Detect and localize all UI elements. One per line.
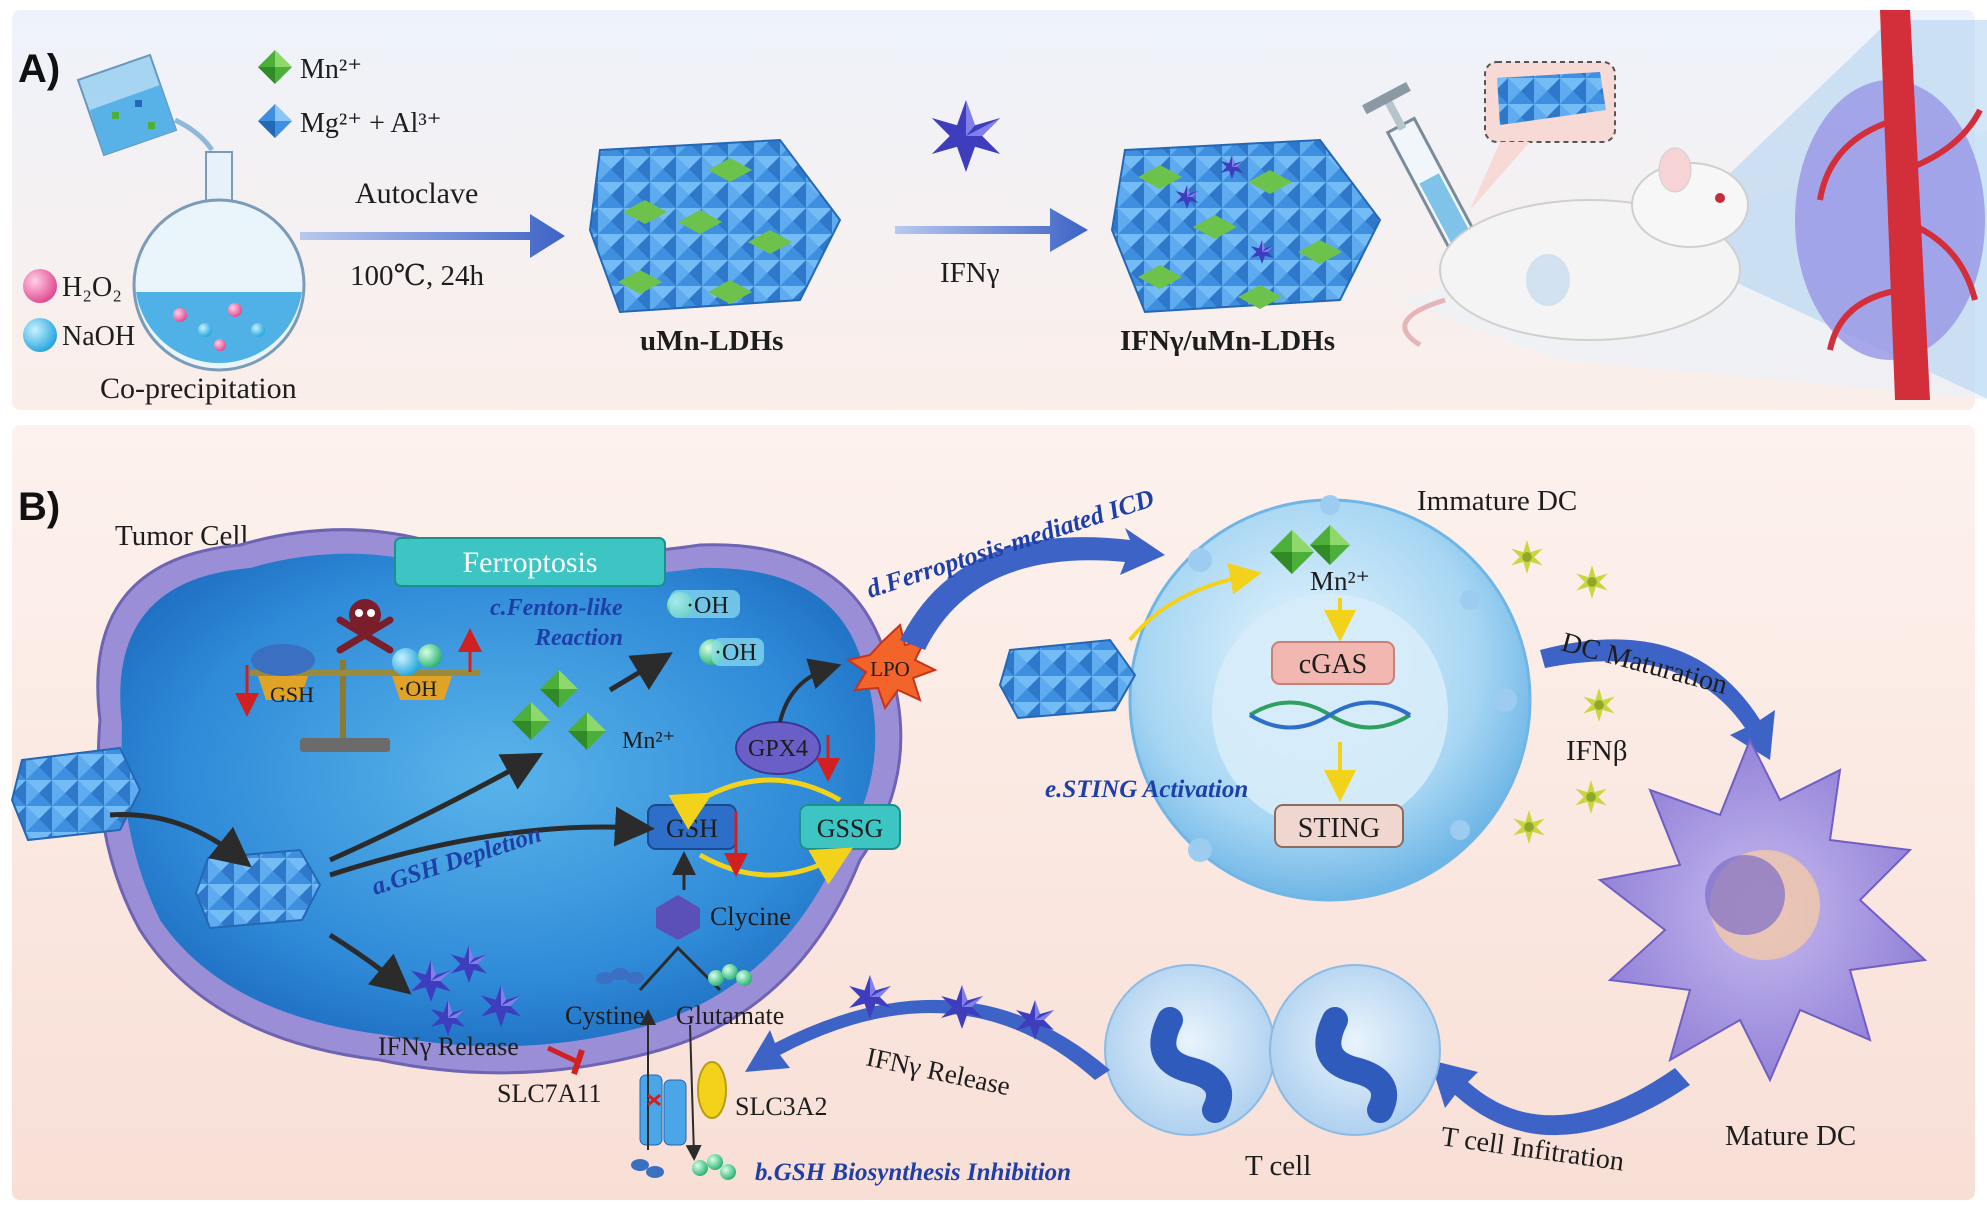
legend-h2o2: H₂O₂ [62, 272, 122, 303]
h2o2-ball-icon [23, 269, 57, 303]
immature-dc-label: Immature DC [1417, 485, 1577, 517]
mature-dc-cell [1597, 737, 1928, 1083]
slc7a11-transporter [639, 1009, 687, 1150]
mn-to-oh-arrow [608, 652, 673, 693]
ldh-sheet-inside [194, 848, 322, 930]
ifng-release-outer-arrow [745, 999, 1110, 1080]
mn-cell-label: Mn²⁺ [622, 728, 675, 754]
panel-b-label: B) [18, 485, 60, 529]
gsh-inhibition-label: b.GSH Biosynthesis Inhibition [755, 1159, 1071, 1186]
ferroptosis-label: Ferroptosis [463, 546, 598, 579]
t-cell [1104, 964, 1276, 1136]
mouse-injection-illustration [1361, 10, 1987, 400]
ifng-release-inner-label: IFNγ Release [378, 1032, 519, 1061]
umn-ldh-sheet [588, 138, 842, 314]
lpo-label: LPO [870, 657, 910, 681]
cgas-label: cGAS [1299, 649, 1367, 680]
ifng-umn-ldhs-label: IFNγ/uMn-LDHs [1120, 325, 1335, 357]
t-cell [1269, 964, 1441, 1136]
autoclave-arrow [300, 214, 565, 258]
skull-icon [336, 599, 394, 654]
fenton-label-2: Reaction [534, 625, 623, 651]
gsh-gssg-cycle-top [668, 777, 842, 830]
t-cell-infiltration-arrow [1430, 1060, 1690, 1136]
dc-mn-label: Mn²⁺ [1310, 566, 1370, 596]
ifng-umn-ldh-sheet [1110, 138, 1382, 314]
panel-a-label: A) [18, 47, 60, 91]
oh-label-2: ·OH [714, 640, 757, 666]
mature-dc-label: Mature DC [1725, 1120, 1856, 1152]
cystine-icon [596, 968, 644, 984]
slc3a2-label: SLC3A2 [735, 1092, 827, 1121]
autoclave-label: Autoclave [355, 177, 478, 210]
sting-label: STING [1298, 813, 1380, 844]
balance-scale-icon [250, 644, 480, 752]
beaker-icon [76, 53, 215, 157]
extracellular-molecules [631, 1154, 736, 1180]
ldh-sheet-dc [998, 638, 1137, 720]
ifnb-label: IFNβ [1566, 735, 1627, 767]
scale-oh-label: ·OH [398, 676, 437, 701]
cystine-glutamate-merge [638, 945, 722, 992]
gpx4-label: GPX4 [748, 736, 808, 762]
flask-icon [132, 151, 306, 372]
gpx4-to-lpo-arrow [778, 658, 842, 723]
legend-mn: Mn²⁺ [300, 54, 362, 85]
oh-label-1: ·OH [686, 593, 729, 619]
sting-activation-label: e.STING Activation [1045, 776, 1248, 803]
cgas-node [1271, 641, 1395, 685]
ifng-loading-arrow [895, 208, 1088, 252]
slc7a11-label: SLC7A11 [497, 1079, 602, 1108]
dna-helix-icon [1248, 700, 1412, 730]
glutamate-icon [708, 964, 752, 986]
condition-label: 100℃, 24h [350, 260, 484, 292]
ifng-release-arrow [328, 932, 412, 995]
cystine-label: Cystine [565, 1001, 644, 1030]
ifng-label: IFNγ [940, 257, 1000, 289]
clycine-label: Clycine [710, 902, 791, 931]
t-cell-label: T cell [1245, 1150, 1311, 1182]
sting-node [1274, 804, 1404, 848]
ldh-uptake-arrow [109, 812, 252, 868]
slc3a2-transporter [685, 1024, 727, 1161]
icd-arrow [900, 528, 1165, 650]
umn-ldhs-label: uMn-LDHs [640, 325, 783, 357]
fenton-label-1: c.Fenton-like [490, 595, 623, 621]
gssg-node-label: GSSG [817, 814, 883, 843]
ldh-to-gsh-arrow [329, 806, 655, 878]
ferroptosis-badge [394, 537, 666, 587]
glutamate-label: Glutamate [676, 1001, 784, 1030]
naoh-ball-icon [23, 318, 57, 352]
legend-naoh: NaOH [62, 321, 135, 352]
ldh-to-mn-arrow [328, 752, 544, 863]
coprecipitation-label: Co-precipitation [100, 372, 297, 405]
legend-mgal: Mg²⁺ + Al³⁺ [300, 108, 442, 139]
gsh-gssg-cycle-bottom [698, 847, 854, 885]
scale-gsh-label: GSH [270, 682, 314, 707]
clycine-hexagon [656, 895, 700, 940]
inhibition-bar [571, 1049, 585, 1075]
ldh-sheet-outside [10, 746, 142, 842]
gsh-node-label: GSH [666, 814, 718, 843]
gpx4-enzyme [735, 721, 821, 775]
inhibition-line [546, 1045, 580, 1065]
ldh-to-mn-dc-arrow [1128, 562, 1262, 642]
